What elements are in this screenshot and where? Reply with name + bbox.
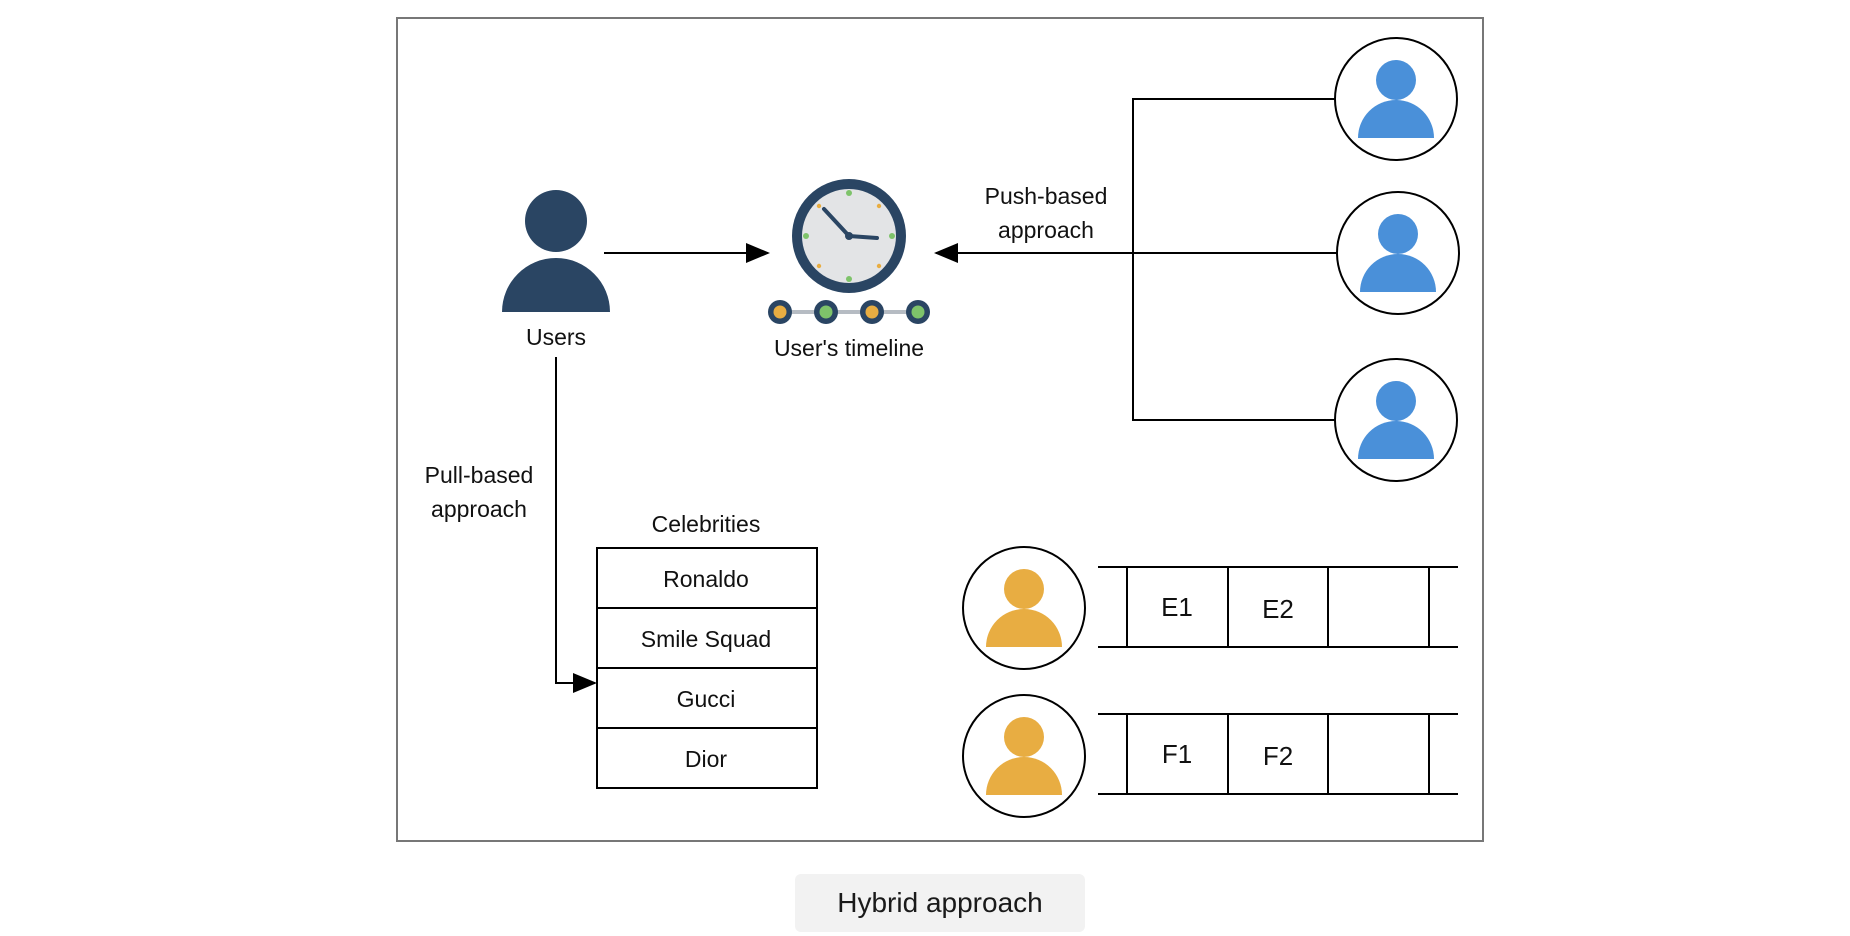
- celebrity-icon-1: [962, 546, 1086, 670]
- diagram-caption: Hybrid approach: [795, 874, 1085, 932]
- celebrity-row: Dior: [685, 746, 728, 772]
- queue-f: [1098, 713, 1458, 795]
- celebrity-icon-2: [962, 694, 1086, 818]
- timeline-dots: [768, 300, 930, 324]
- push-label-line1: Push-based: [985, 183, 1108, 209]
- timeline-label: User's timeline: [774, 335, 924, 361]
- celebrities-title: Celebrities: [652, 511, 761, 537]
- celebrity-row: Ronaldo: [663, 566, 749, 592]
- celebrity-row: Smile Squad: [641, 626, 771, 652]
- celebrity-row: Gucci: [677, 686, 736, 712]
- queue-e: [1098, 566, 1458, 648]
- pull-connector: [555, 357, 597, 693]
- clock-icon: [792, 179, 906, 293]
- follower-icon-2: [1336, 191, 1460, 315]
- pull-label-line2: approach: [431, 496, 527, 522]
- queue-f-cell: F1: [1162, 739, 1192, 769]
- users-icon: [502, 190, 610, 312]
- queue-e-cell: E1: [1161, 592, 1193, 622]
- celebrities-table: [596, 547, 818, 789]
- follower-icon-1: [1334, 37, 1458, 161]
- diagram-frame: [396, 17, 1484, 842]
- queue-f-cell: F2: [1263, 741, 1293, 771]
- pull-label-line1: Pull-based: [425, 462, 534, 488]
- push-connector: [934, 98, 1338, 421]
- push-label-line2: approach: [998, 217, 1094, 243]
- queue-e-cell: E2: [1262, 594, 1294, 624]
- users-label: Users: [526, 324, 586, 350]
- follower-icon-3: [1334, 358, 1458, 482]
